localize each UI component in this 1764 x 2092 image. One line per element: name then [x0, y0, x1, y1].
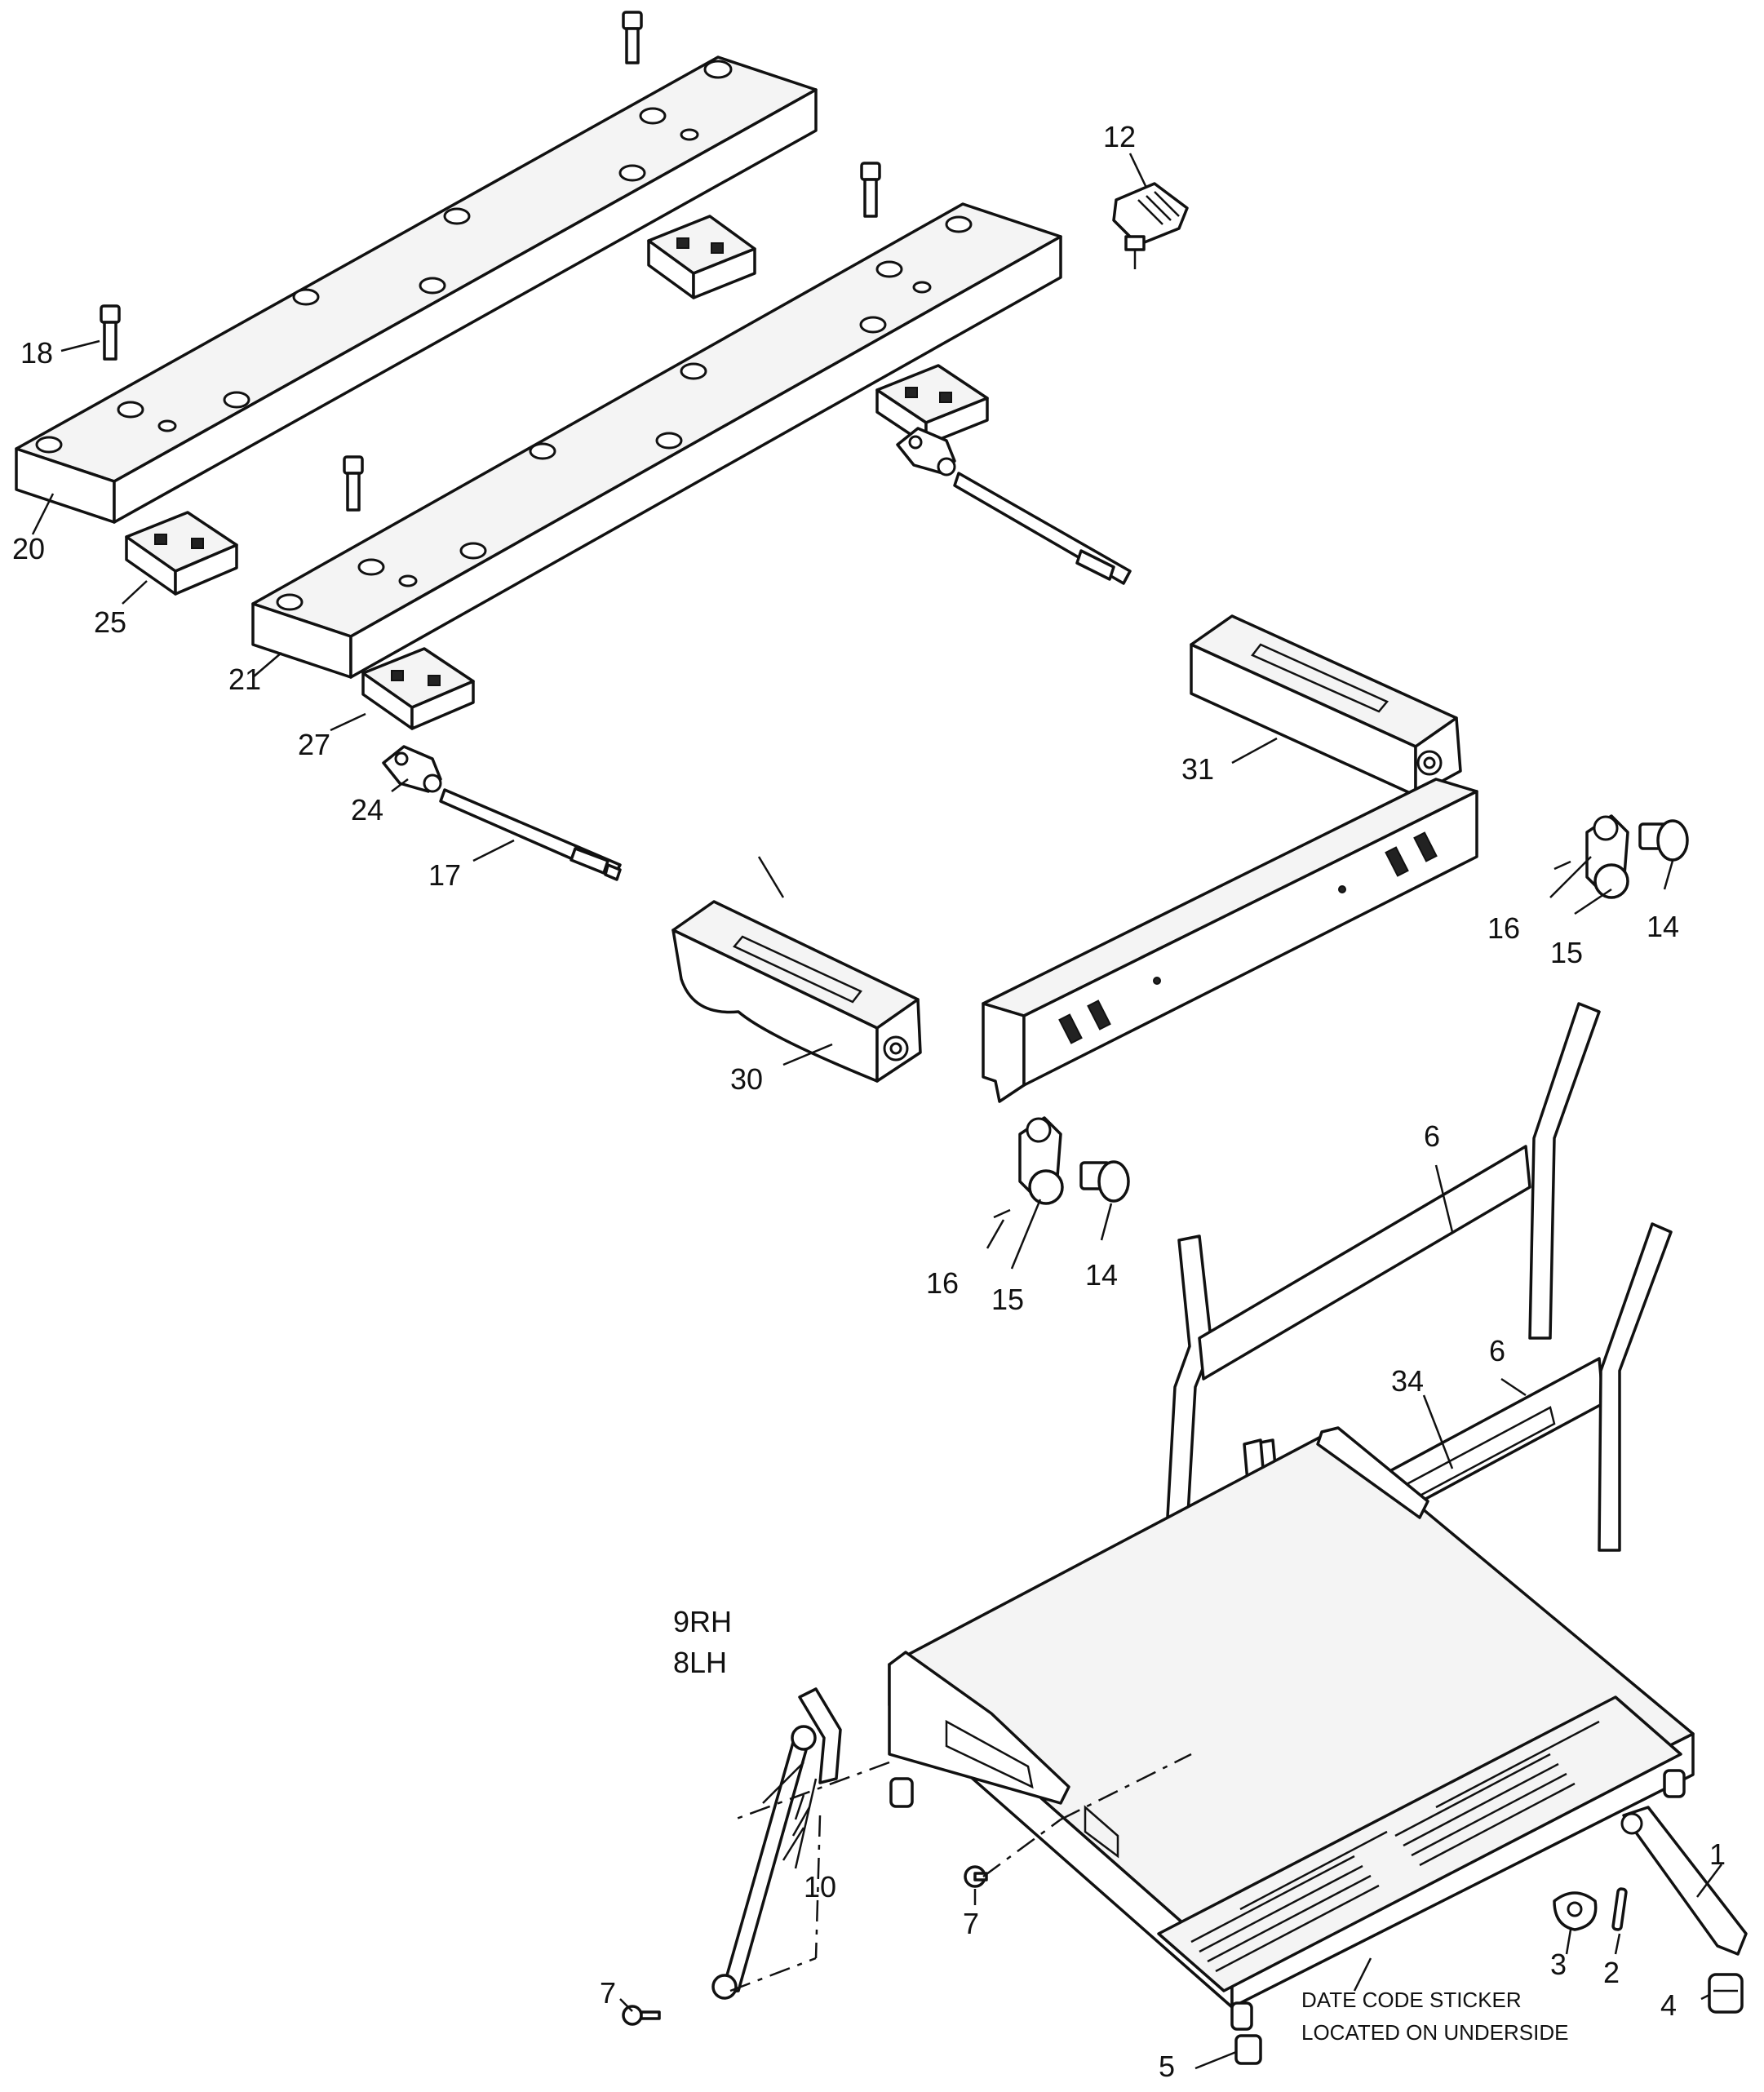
clip-3: [1553, 1891, 1598, 1931]
callout-25: 25: [94, 605, 126, 639]
vise-jaw-21: [251, 202, 1062, 679]
foot-5: [1234, 2034, 1262, 2065]
callout-7a: 7: [963, 1907, 979, 1940]
callout-7b: 7: [600, 1976, 616, 2010]
swivel-peg-lower: [875, 364, 989, 446]
assembly-lines: [729, 1753, 1192, 1992]
clamp-screw-upper: [896, 427, 1132, 585]
callout-14a: 14: [1647, 910, 1679, 943]
callout-31: 31: [1181, 752, 1214, 786]
foot-lever-1: [1620, 1806, 1748, 1956]
swivel-peg-upper: [647, 215, 756, 299]
callout-2: 2: [1603, 1956, 1620, 1989]
side-brace-9rh-8lh: [711, 1687, 842, 2000]
frame-end-31: [1190, 614, 1462, 797]
callout-14b: 14: [1085, 1258, 1118, 1292]
vise-jaw-20: [15, 55, 818, 524]
callout-10: 10: [804, 1870, 836, 1904]
swivel-peg-27: [361, 647, 475, 730]
pin-2: [1611, 1887, 1628, 1931]
date-code-note: DATE CODE STICKER LOCATED ON UNDERSIDE: [1301, 1988, 1568, 2045]
handle-knob-12: [1112, 182, 1189, 269]
callout-5: 5: [1159, 2050, 1175, 2083]
hinge-set-upper: [1553, 814, 1689, 899]
callout-9rh: 9RH: [673, 1605, 732, 1638]
swivel-peg-25: [125, 511, 238, 596]
hinge-set-lower: [993, 1116, 1130, 1219]
callout-6a: 6: [1424, 1119, 1440, 1153]
leader-lines: [31, 153, 1722, 2070]
base-frame: [888, 1426, 1695, 2031]
clamp-screw-17-24: [382, 745, 622, 881]
note-line-2: LOCATED ON UNDERSIDE: [1301, 2020, 1568, 2045]
callout-27: 27: [298, 728, 330, 761]
callout-24: 24: [351, 793, 383, 827]
callout-4: 4: [1660, 1988, 1677, 2022]
note-line-1: DATE CODE STICKER: [1301, 1988, 1522, 2012]
callout-15b: 15: [991, 1283, 1024, 1316]
callout-16a: 16: [1487, 911, 1520, 945]
callout-21: 21: [228, 663, 261, 696]
callout-34: 34: [1391, 1364, 1424, 1398]
cap-4: [1708, 1973, 1744, 2014]
bolt-18: [100, 11, 881, 512]
callout-20: 20: [12, 532, 45, 565]
callout-17: 17: [428, 858, 461, 892]
callout-16b: 16: [926, 1266, 959, 1300]
callout-12: 12: [1103, 120, 1136, 153]
callout-1: 1: [1709, 1837, 1726, 1871]
frame-rail: [982, 778, 1478, 1103]
callout-15a: 15: [1550, 936, 1583, 969]
callout-8lh: 8LH: [673, 1646, 727, 1679]
callout-labels: 18 20 25 21 27 24 17 12 31 30 16 15 14 1…: [12, 120, 1726, 2083]
callout-3: 3: [1550, 1948, 1567, 1981]
callout-30: 30: [730, 1062, 763, 1096]
callout-18: 18: [20, 336, 53, 370]
frame-end-30: [671, 900, 922, 1083]
callout-6b: 6: [1489, 1334, 1505, 1367]
